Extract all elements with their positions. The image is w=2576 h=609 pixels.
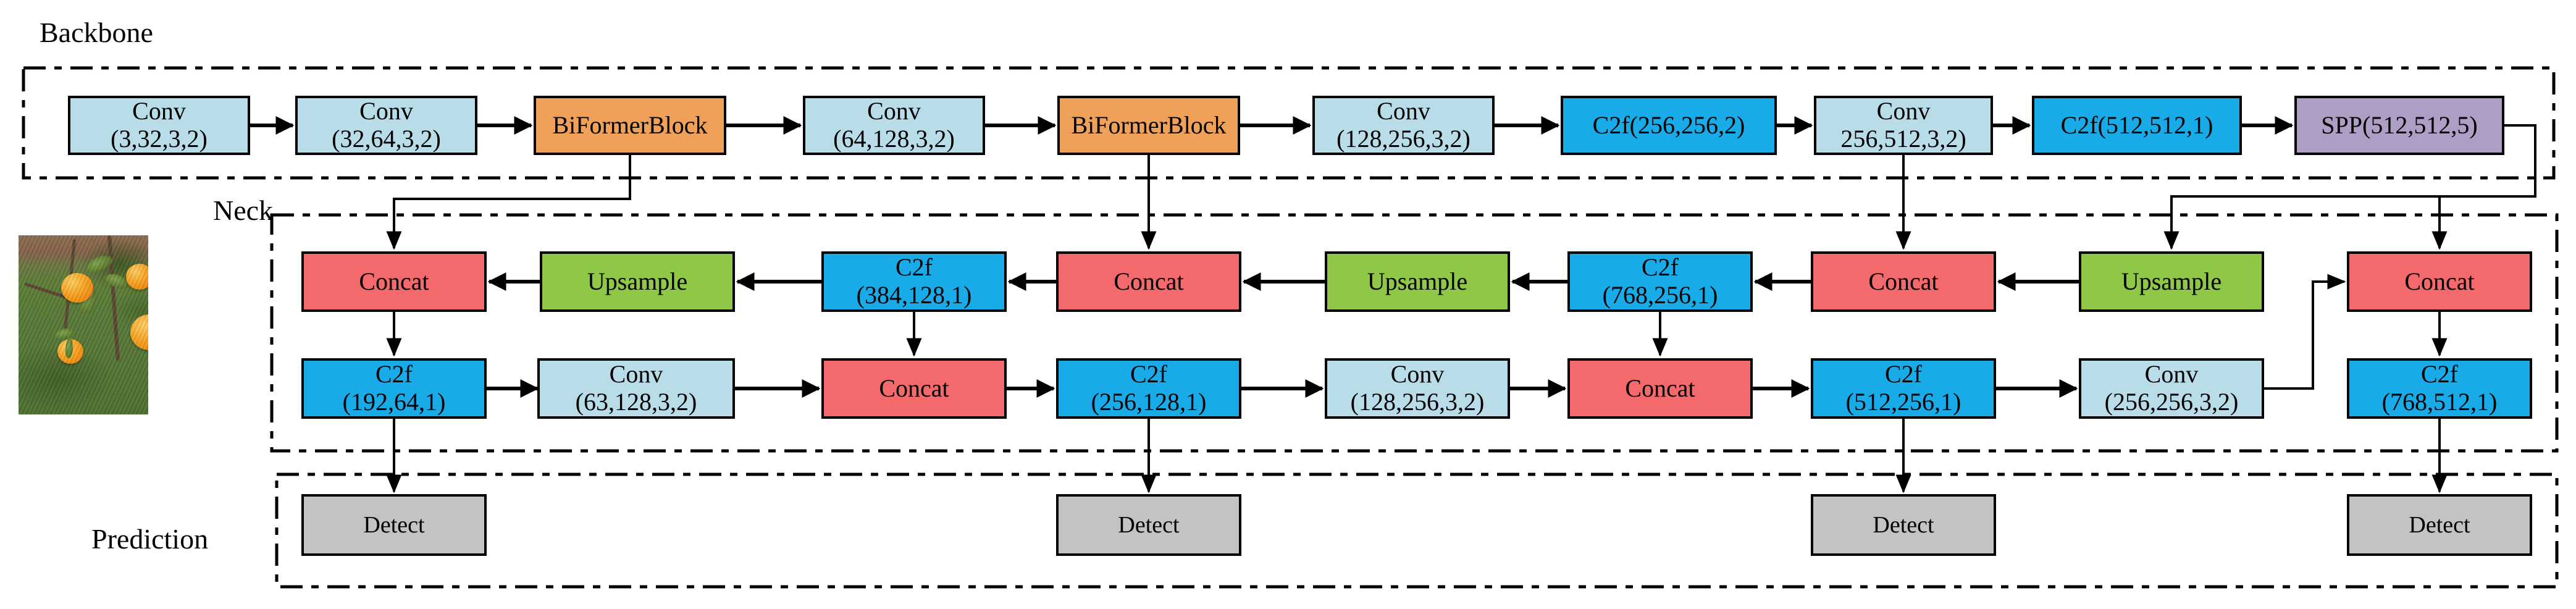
neck-conv-128-256-3-2: Conv (128,256,3,2) [1325, 358, 1510, 419]
detect-box-2: Detect [1056, 494, 1241, 556]
neck-concat-2: Concat [1056, 251, 1241, 312]
sample-orange-tree-photo [19, 235, 148, 414]
neck-c2f-192-64-1: C2f (192,64,1) [301, 358, 487, 419]
backbone-c2f-1: C2f(256,256,2) [1561, 96, 1777, 155]
backbone-section-border [22, 66, 2556, 180]
neck-concat-6: Concat [1567, 358, 1753, 419]
neck-section-border [270, 213, 2559, 453]
detect-box-1: Detect [301, 494, 487, 556]
leaf [54, 326, 77, 341]
neck-c2f-256-128-1: C2f (256,128,1) [1056, 358, 1241, 419]
neck-upsample-3: Upsample [2079, 251, 2264, 312]
arrow-biformer1-to-concat1 [386, 155, 631, 250]
neck-label: Neck [213, 195, 274, 226]
backbone-conv-3: Conv (64,128,3,2) [803, 96, 985, 155]
neck-concat-5: Concat [821, 358, 1007, 419]
orange-fruit [130, 314, 148, 350]
neck-c2f-512-256-1: C2f (512,256,1) [1811, 358, 1996, 419]
leaf [84, 251, 115, 276]
neck-concat-4: Concat [2347, 251, 2532, 312]
branch [107, 235, 120, 361]
neck-conv-63-128-3-2: Conv (63,128,3,2) [537, 358, 735, 419]
backbone-label: Backbone [40, 17, 153, 48]
neck-upsample-1: Upsample [540, 251, 735, 312]
backbone-conv-2: Conv (32,64,3,2) [295, 96, 477, 155]
branch [62, 238, 77, 338]
detect-box-3: Detect [1811, 494, 1996, 556]
branch [24, 282, 67, 299]
neck-c2f-768-256-1: C2f (768,256,1) [1567, 251, 1753, 312]
neck-concat-3: Concat [1811, 251, 1996, 312]
orange-fruit [126, 264, 148, 290]
neck-c2f-768-512-1: C2f (768,512,1) [2347, 358, 2532, 419]
backbone-c2f-2: C2f(512,512,1) [2032, 96, 2242, 155]
backbone-biformerblock-1: BiFormerBlock [534, 96, 726, 155]
neck-conv-256-256-3-2: Conv (256,256,3,2) [2079, 358, 2264, 419]
backbone-conv-5: Conv 256,512,3,2) [1814, 96, 1993, 155]
backbone-conv-4: Conv (128,256,3,2) [1312, 96, 1495, 155]
orange-fruit [57, 339, 83, 364]
arrow-spp-to-upsample3 [2163, 124, 2536, 250]
neck-upsample-2: Upsample [1325, 251, 1510, 312]
backbone-conv-1: Conv (3,32,3,2) [68, 96, 250, 155]
orange-fruit [61, 272, 94, 303]
neck-c2f-384-128-1: C2f (384,128,1) [821, 251, 1007, 312]
backbone-spp: SPP(512,512,5) [2294, 96, 2504, 155]
arrow-conv-to-concat4 [2264, 274, 2346, 390]
prediction-section-border [275, 472, 2559, 589]
backbone-biformerblock-2: BiFormerBlock [1057, 96, 1240, 155]
prediction-label: Prediction [91, 523, 209, 555]
leaf [78, 288, 98, 315]
detect-box-4: Detect [2347, 494, 2532, 556]
neck-concat-1: Concat [301, 251, 487, 312]
leaf [103, 271, 130, 292]
leaf [64, 337, 73, 359]
